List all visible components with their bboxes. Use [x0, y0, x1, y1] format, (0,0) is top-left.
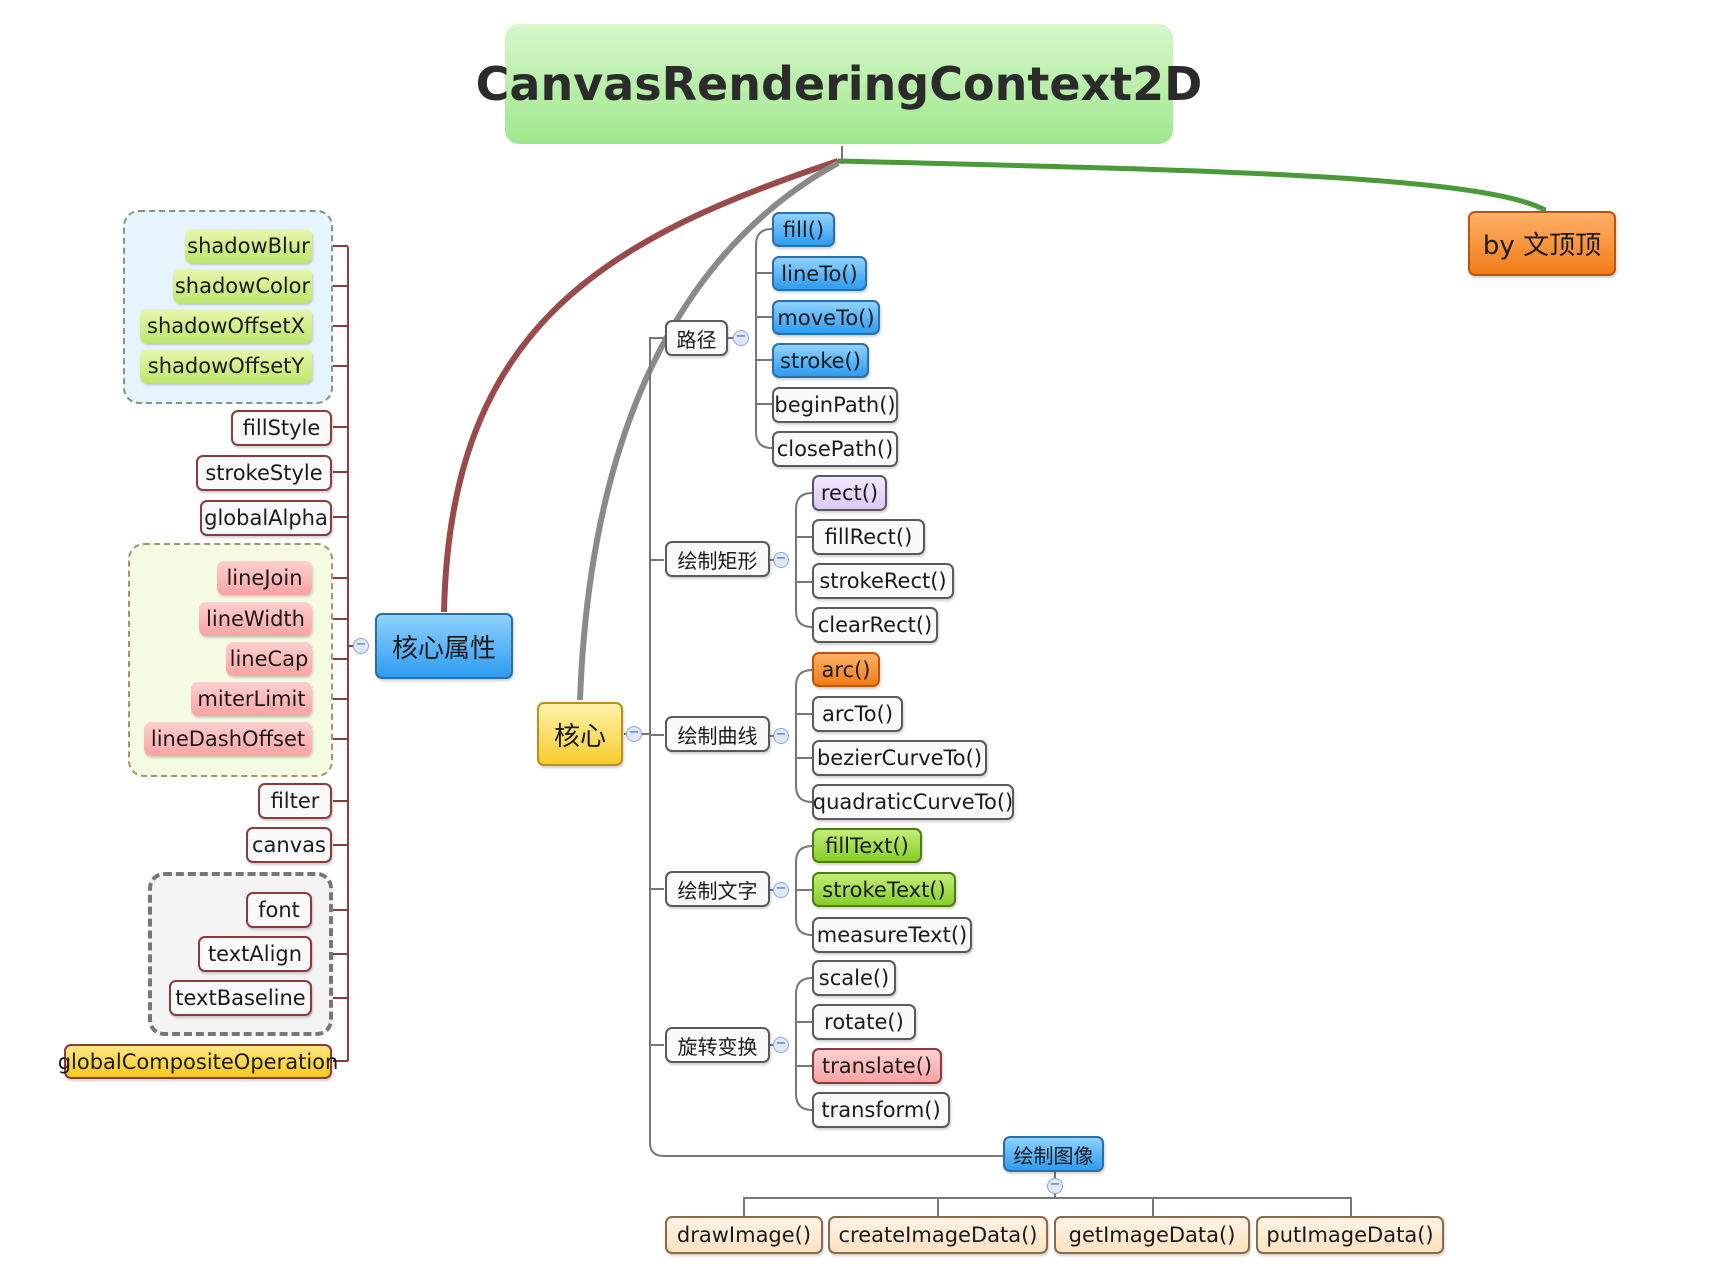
core-node[interactable]: 核心	[537, 702, 623, 766]
method-arc[interactable]: arc()	[812, 652, 880, 687]
method-stroketext[interactable]: strokeText()	[812, 872, 956, 907]
group-draw-image[interactable]: 绘制图像	[1003, 1136, 1104, 1172]
property-globalcompositeoperation[interactable]: globalCompositeOperation	[58, 1044, 338, 1079]
group-draw-text[interactable]: 绘制文字	[665, 871, 770, 907]
property-shadowblur[interactable]: shadowBlur	[185, 229, 312, 263]
method-arcto[interactable]: arcTo()	[812, 696, 903, 732]
property-linejoin[interactable]: lineJoin	[217, 561, 312, 595]
collapse-toggle-draw-curve[interactable]: −	[773, 728, 789, 744]
method-fillrect[interactable]: fillRect()	[812, 519, 925, 555]
method-beziercurveto[interactable]: bezierCurveTo()	[812, 740, 987, 776]
method-putimagedata[interactable]: putImageData()	[1256, 1216, 1444, 1254]
root-node[interactable]: CanvasRenderingContext2D	[476, 24, 1202, 144]
property-fillstyle[interactable]: fillStyle	[231, 410, 332, 446]
method-drawimage[interactable]: drawImage()	[665, 1216, 823, 1254]
property-shadowoffsety[interactable]: shadowOffsetY	[140, 349, 312, 383]
collapse-toggle-draw-text[interactable]: −	[773, 882, 789, 898]
collapse-toggle-core[interactable]: −	[626, 726, 642, 742]
property-canvas[interactable]: canvas	[246, 827, 332, 863]
method-rect[interactable]: rect()	[812, 475, 887, 511]
branch-credit	[837, 158, 1547, 213]
method-stroke[interactable]: stroke()	[772, 343, 869, 378]
property-linecap[interactable]: lineCap	[226, 642, 312, 676]
property-shadowoffsetx[interactable]: shadowOffsetX	[140, 309, 312, 343]
core-properties-node[interactable]: 核心属性	[375, 613, 513, 679]
method-translate[interactable]: translate()	[812, 1048, 942, 1084]
method-transform[interactable]: transform()	[812, 1092, 950, 1128]
method-createimagedata[interactable]: createImageData()	[828, 1216, 1048, 1254]
method-moveto[interactable]: moveTo()	[772, 300, 880, 335]
image-group-connectors	[743, 1172, 1352, 1216]
method-strokerect[interactable]: strokeRect()	[812, 563, 954, 599]
method-fill[interactable]: fill()	[772, 212, 835, 247]
collapse-toggle-path[interactable]: −	[733, 330, 749, 346]
group-transform[interactable]: 旋转变换	[665, 1027, 770, 1063]
method-filltext[interactable]: fillText()	[812, 828, 922, 863]
method-beginpath[interactable]: beginPath()	[772, 387, 898, 423]
property-filter[interactable]: filter	[258, 783, 332, 819]
collapse-toggle-core-properties[interactable]: −	[353, 638, 369, 654]
property-font[interactable]: font	[246, 892, 312, 928]
collapse-toggle-transform[interactable]: −	[773, 1037, 789, 1053]
property-linewidth[interactable]: lineWidth	[199, 602, 312, 636]
property-textalign[interactable]: textAlign	[198, 936, 312, 972]
branch-core-properties	[441, 158, 839, 613]
method-closepath[interactable]: closePath()	[772, 431, 898, 467]
property-textbaseline[interactable]: textBaseline	[169, 980, 312, 1016]
method-scale[interactable]: scale()	[812, 960, 896, 996]
method-getimagedata[interactable]: getImageData()	[1054, 1216, 1250, 1254]
property-shadowcolor[interactable]: shadowColor	[173, 269, 312, 303]
method-measuretext[interactable]: measureText()	[812, 917, 972, 953]
property-miterlimit[interactable]: miterLimit	[191, 682, 312, 716]
property-strokestyle[interactable]: strokeStyle	[196, 455, 332, 491]
credit-node[interactable]: by 文顶顶	[1468, 211, 1616, 276]
group-draw-rect[interactable]: 绘制矩形	[665, 541, 770, 577]
method-lineto[interactable]: lineTo()	[772, 256, 867, 291]
method-quadraticcurveto[interactable]: quadraticCurveTo()	[812, 784, 1014, 820]
property-globalalpha[interactable]: globalAlpha	[200, 500, 332, 536]
group-draw-curve[interactable]: 绘制曲线	[665, 716, 770, 752]
group-path[interactable]: 路径	[665, 320, 728, 356]
method-rotate[interactable]: rotate()	[812, 1004, 916, 1040]
collapse-toggle-draw-rect[interactable]: −	[773, 552, 789, 568]
collapse-toggle-draw-image[interactable]: −	[1047, 1178, 1063, 1194]
branch-core	[577, 160, 840, 701]
property-linedashoffset[interactable]: lineDashOffset	[144, 722, 312, 756]
method-clearrect[interactable]: clearRect()	[812, 607, 938, 643]
